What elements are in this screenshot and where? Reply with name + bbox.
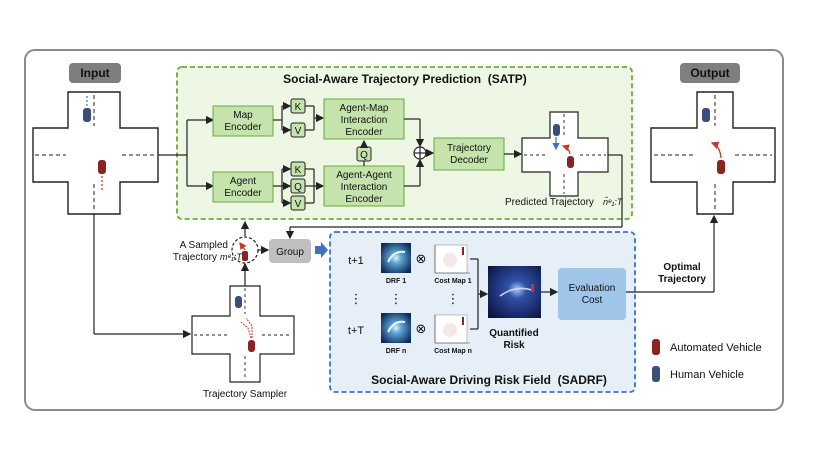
map-encoder-label: Encoder (224, 122, 262, 133)
group-label: Group (276, 247, 304, 258)
automated-vehicle-icon (717, 160, 725, 174)
predicted-trajectory-symbol: n̂ᵉ₁:T (603, 197, 624, 207)
trajectory-sampler-label: Trajectory Sampler (203, 389, 288, 400)
agent-agent-encoder-box (323, 165, 405, 207)
map-encoder-label: Map (233, 110, 253, 121)
agent-encoder-label: Agent (230, 176, 256, 187)
time-step-label: t+T (348, 325, 364, 337)
quantified-risk-label: Quantified (489, 328, 538, 339)
drf-map (381, 313, 411, 343)
trajectory-decoder-box (433, 137, 505, 171)
time-step-label: t+1 (348, 255, 364, 267)
trajectory-decoder-label: Decoder (450, 155, 488, 166)
legend-automated-label: Automated Vehicle (670, 342, 762, 354)
sampled-trajectory-symbol: mᵉ₁:T (220, 252, 243, 262)
automated-vehicle-icon (98, 160, 106, 174)
multiply-operator: ⊗ (416, 251, 427, 266)
agent-agent-encoder-label: Agent-Agent (336, 170, 392, 181)
satp-title: Social-Aware Trajectory Prediction (SATP… (283, 72, 527, 86)
query-label: Q (294, 182, 302, 193)
optimal-trajectory-label: Optimal (663, 262, 700, 273)
optimal-trajectory-label: Trajectory (658, 274, 706, 285)
automated-vehicle-legend-icon (652, 339, 660, 355)
cost-map-label: Cost Map 1 (434, 278, 471, 285)
trajectory-decoder-label: Trajectory (447, 143, 491, 154)
map-encoder-box (212, 105, 274, 137)
agent-agent-encoder-label: Interaction (341, 182, 388, 193)
legend-human-label: Human Vehicle (670, 369, 744, 381)
automated-vehicle-icon (248, 340, 255, 352)
evaluation-cost-box (558, 268, 626, 320)
vertical-ellipsis: ⋮ (390, 291, 403, 306)
group-to-sadrf-arrow (315, 242, 328, 258)
agent-encoder-label: Encoder (224, 188, 262, 199)
sampled-trajectory-label: Trajectory (173, 252, 217, 263)
evaluation-cost-label: Evaluation (569, 283, 616, 294)
automated-vehicle-icon (242, 251, 248, 261)
human-vehicle-icon (702, 108, 710, 122)
value-label: V (295, 199, 302, 210)
input-label-box (69, 63, 121, 83)
agent-map-encoder-label: Agent-Map (340, 103, 389, 114)
drf-map (381, 243, 411, 273)
trajectory-sampler-intersection (191, 285, 295, 383)
sampled-trajectory-label: A Sampled (180, 240, 228, 251)
human-vehicle-legend-icon (652, 366, 660, 382)
query-label: Q (360, 150, 368, 161)
agent-map-encoder-box (323, 98, 405, 140)
key-label: K (295, 165, 302, 176)
input-label: Input (80, 66, 109, 80)
quantified-risk-label: Risk (503, 340, 525, 351)
input-intersection (32, 91, 159, 215)
human-vehicle-icon (235, 296, 242, 308)
drf-label: DRF 1 (386, 278, 406, 285)
multiply-operator: ⊗ (416, 321, 427, 336)
predicted-intersection (521, 111, 609, 197)
output-label: Output (690, 66, 729, 80)
output-intersection (650, 91, 776, 215)
agent-map-encoder-label: Encoder (345, 127, 383, 138)
drf-label: DRF n (386, 348, 407, 355)
agent-map-encoder-label: Interaction (341, 115, 388, 126)
vertical-ellipsis: ⋮ (447, 291, 460, 306)
group-box (269, 239, 311, 263)
automated-vehicle-icon (567, 156, 574, 168)
predicted-trajectory-label: Predicted Trajectory (505, 197, 594, 208)
vertical-ellipsis: ⋮ (350, 291, 363, 306)
value-label: V (295, 126, 302, 137)
human-vehicle-icon (553, 124, 560, 136)
key-label: K (295, 102, 302, 113)
human-vehicle-icon (83, 108, 91, 122)
cost-map-label: Cost Map n (434, 348, 472, 355)
evaluation-cost-label: Cost (582, 295, 603, 306)
output-label-box (680, 63, 740, 83)
sadrf-title: Social-Aware Driving Risk Field (SADRF) (371, 373, 607, 387)
agent-agent-encoder-label: Encoder (345, 194, 383, 205)
agent-encoder-box (212, 171, 274, 203)
